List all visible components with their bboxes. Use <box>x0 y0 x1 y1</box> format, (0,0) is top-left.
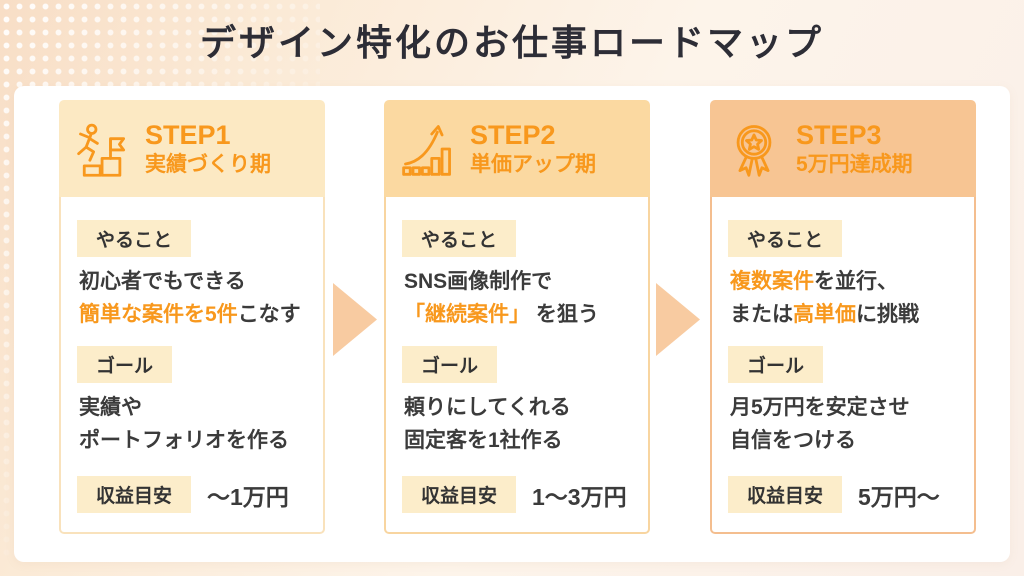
step3-todo-text: 複数案件を並行、または高単価に挑戦 <box>730 270 919 326</box>
step3-revenue-value: 5万円〜 <box>858 483 940 510</box>
step2-goal-text: 頼りにしてくれる固定客を1社作る <box>404 396 571 452</box>
step2-goal-label: ゴール <box>402 346 498 384</box>
step3-phase: 5万円達成期 <box>796 153 913 177</box>
step1-card-body: やること 初心者でもできる簡単な案件を5件こなす ゴール 実績やポートフォリオを… <box>59 197 325 534</box>
step2-card-header: STEP2 単価アップ期 <box>384 100 650 197</box>
step3-card: STEP3 5万円達成期 やること 複数案件を並行、または高単価に挑戦 ゴール … <box>710 100 976 534</box>
step1-todo-label: やること <box>77 220 192 257</box>
step2-revenue-row: 収益目安 1〜3万円 <box>402 476 634 514</box>
step3-revenue-label: 収益目安 <box>728 476 843 514</box>
step1-goal-label: ゴール <box>77 346 173 384</box>
step2-revenue-value: 1〜3万円 <box>532 483 627 510</box>
growth-chart-arrow-icon <box>398 119 458 179</box>
step1-revenue-value: 〜1万円 <box>207 483 289 510</box>
step3-todo-label: やること <box>728 220 843 257</box>
step1-card-header: STEP1 実績づくり期 <box>59 100 325 197</box>
page-title: デザイン特化のお仕事ロードマップ <box>199 22 824 63</box>
step1-goal-text: 実績やポートフォリオを作る <box>79 396 289 452</box>
step1-revenue-row: 収益目安 〜1万円 <box>77 476 309 514</box>
step1-phase: 実績づくり期 <box>145 153 271 177</box>
step1-card: STEP1 実績づくり期 やること 初心者でもできる簡単な案件を5件こなす ゴー… <box>59 100 325 534</box>
step3-goal-text: 月5万円を安定させ自信をつける <box>730 396 910 452</box>
step2-number: STEP2 <box>470 119 556 150</box>
step3-goal-label: ゴール <box>728 346 824 384</box>
step3-card-body: やること 複数案件を並行、または高単価に挑戦 ゴール 月5万円を安定させ自信をつ… <box>710 197 976 534</box>
step1-todo-text: 初心者でもできる簡単な案件を5件こなす <box>79 270 301 326</box>
step2-card: STEP2 単価アップ期 やること SNS画像制作で「継続案件」 を狙う ゴール… <box>384 100 650 534</box>
step2-phase: 単価アップ期 <box>470 153 596 177</box>
step2-card-body: やること SNS画像制作で「継続案件」 を狙う ゴール 頼りにしてくれる固定客を… <box>384 197 650 534</box>
step2-revenue-label: 収益目安 <box>402 476 517 514</box>
step1-number: STEP1 <box>145 119 231 150</box>
medal-star-icon <box>724 119 784 179</box>
step1-revenue-label: 収益目安 <box>77 476 192 514</box>
step2-todo-label: やること <box>402 220 517 257</box>
step3-revenue-row: 収益目安 5万円〜 <box>728 476 960 514</box>
step3-card-header: STEP3 5万円達成期 <box>710 100 976 197</box>
step2-todo-text: SNS画像制作で「継続案件」 を狙う <box>404 270 599 326</box>
step3-number: STEP3 <box>796 119 882 150</box>
stairs-climb-flag-icon <box>73 119 133 179</box>
